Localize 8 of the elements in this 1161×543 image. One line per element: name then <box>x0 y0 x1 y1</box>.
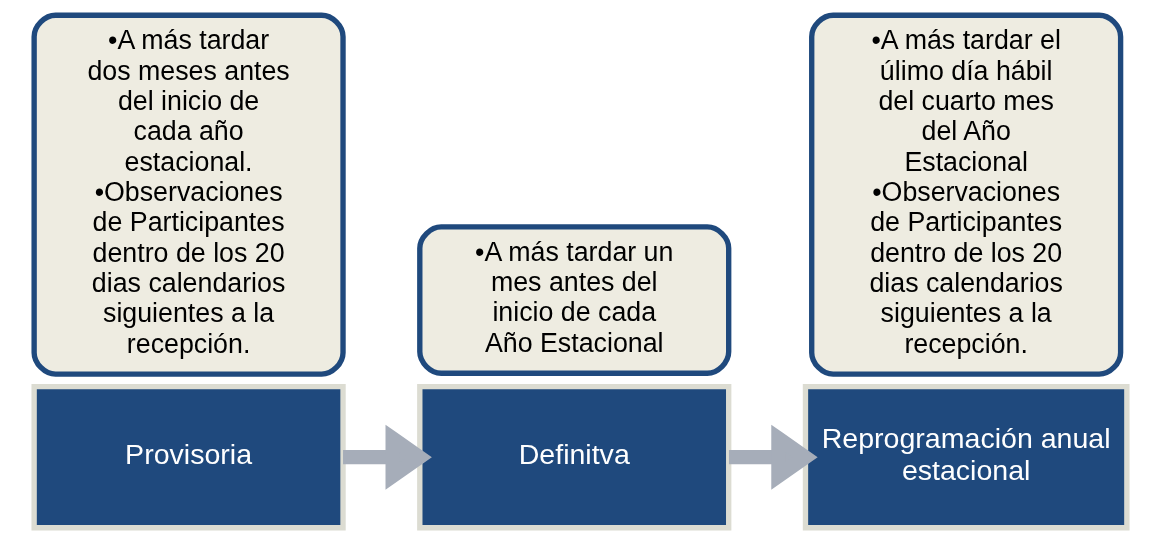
node-box: Reprogramación anual estacional <box>802 384 1130 531</box>
node-box: •A más tardar el úlimo día hábil del cuarto mes del Año Estacional •Observaciones de Participantes dentro de los 20 dias calendarios siguientes a la recepción. <box>809 12 1124 377</box>
node-box: •A más tardar un mes antes del inicio de cada Año Estacional <box>417 224 732 376</box>
arrow <box>728 424 818 490</box>
node-box: Provisoria <box>31 384 346 531</box>
node-box: Definitva <box>417 384 732 531</box>
arrow <box>343 424 432 490</box>
node-box: •A más tardar dos meses antes del inicio de cada año estacional. •Observaciones de Participantes dentro de los 20 dias calendarios siguientes a la recepción. <box>31 12 346 377</box>
